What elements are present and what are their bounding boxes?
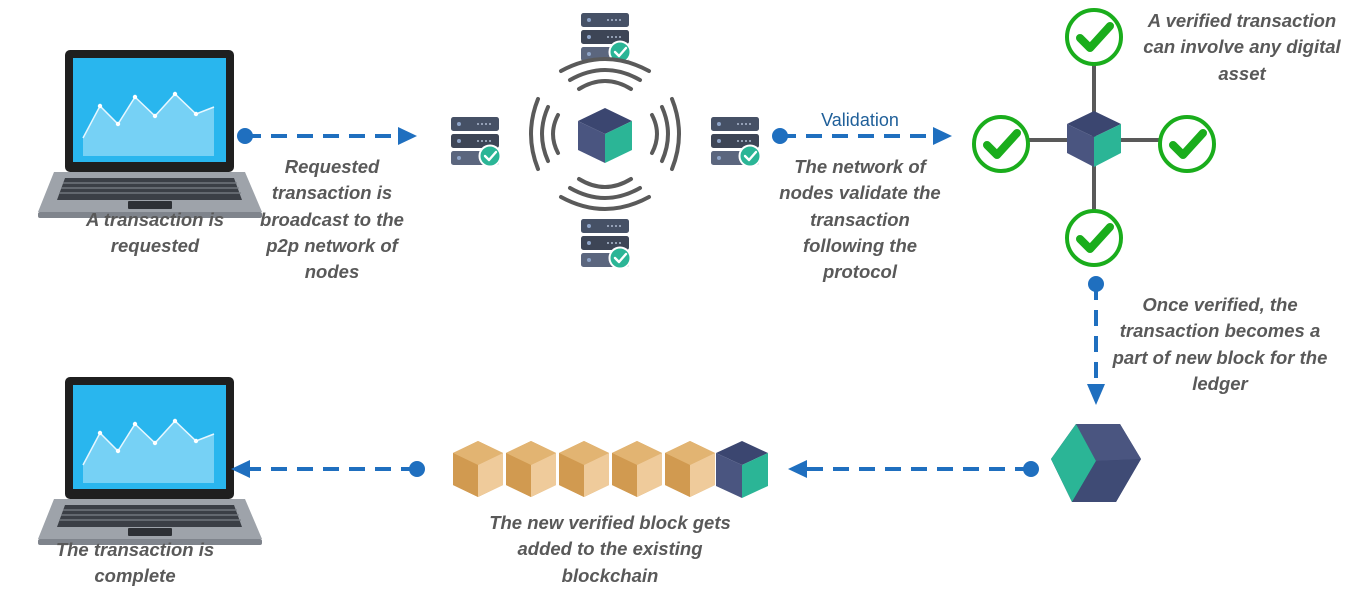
p2p-network: [449, 11, 762, 270]
laptop-icon: [37, 376, 263, 546]
chain-block-icon: [453, 441, 503, 497]
chain-block-icon: [559, 441, 609, 497]
step-request-caption: A transaction is requested: [85, 209, 225, 257]
new-block-cube-icon: [1051, 424, 1141, 502]
broadcast-arrow: [237, 127, 417, 145]
complete-arrow: [231, 460, 425, 478]
block-cube-icon: [716, 441, 768, 498]
verified-transaction-hub: [974, 10, 1214, 265]
server-icon: [579, 217, 632, 270]
step-broadcast-caption: Requested transaction is broadcast to th…: [260, 156, 404, 283]
server-icon: [449, 115, 502, 168]
step-new-block-caption: Once verified, the transaction becomes a…: [1112, 294, 1328, 394]
validation-label: Validation: [821, 110, 899, 130]
block-cube-icon: [1067, 111, 1121, 167]
signal-waves-icon: [529, 57, 681, 211]
laptop-icon: [37, 49, 263, 219]
check-circle-icon: [974, 117, 1028, 171]
new-block-arrow: [1087, 276, 1105, 405]
check-circle-icon: [1160, 117, 1214, 171]
step-validate-caption: The network of nodes validate the transa…: [779, 156, 941, 283]
chain-block-icon: [612, 441, 662, 497]
chain-block-icon: [665, 441, 715, 497]
chain-block-icon: [506, 441, 556, 497]
step-complete-caption: The transaction is complete: [55, 539, 215, 587]
check-circle-icon: [1067, 211, 1121, 265]
blockchain: [453, 441, 768, 498]
step-added-caption: The new verified block gets added to the…: [489, 512, 731, 586]
check-circle-icon: [1067, 10, 1121, 64]
server-icon: [579, 11, 632, 64]
step-asset-caption: A verified transaction can involve any d…: [1143, 10, 1341, 84]
chain-arrow: [788, 460, 1039, 478]
validation-arrow: [772, 127, 952, 145]
block-cube-icon: [578, 108, 632, 163]
